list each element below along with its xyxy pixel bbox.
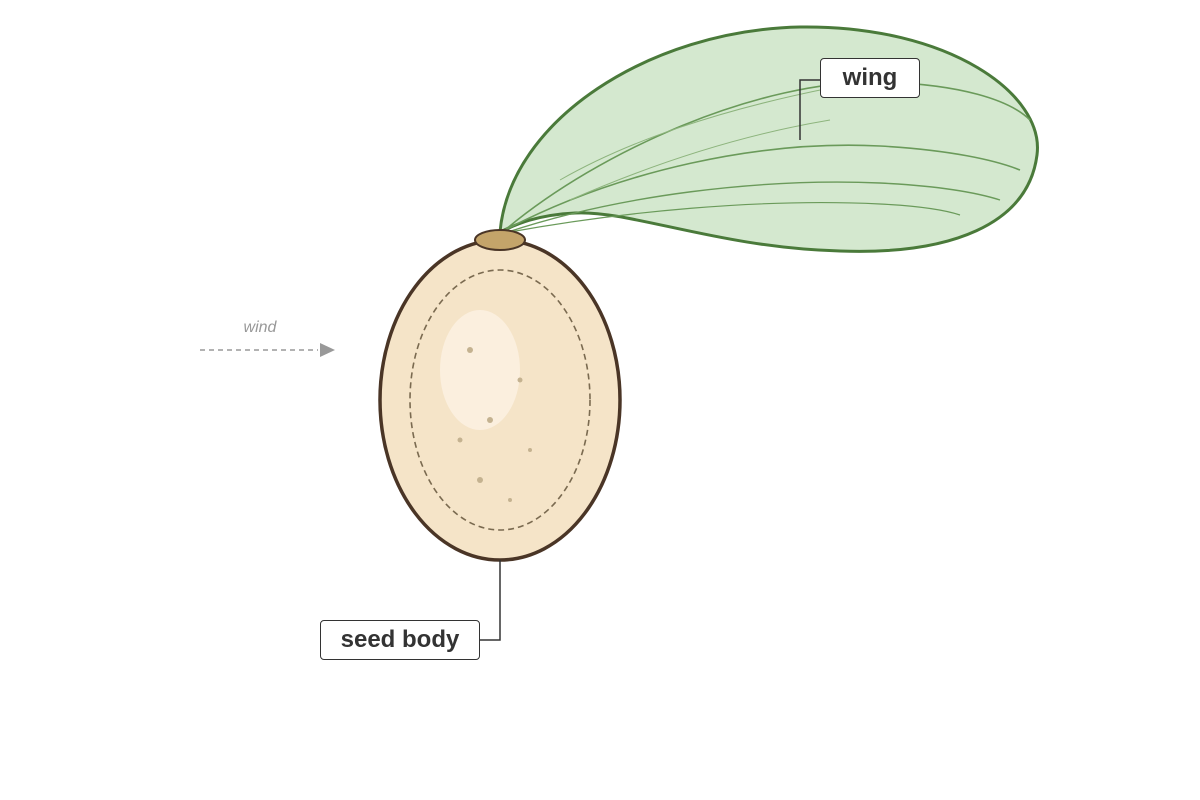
seed-body-label: seed body [320, 620, 480, 660]
seed-speckle [517, 377, 523, 383]
wing-vein-2 [504, 144, 1021, 231]
wing-vein-faint-2 [569, 119, 831, 201]
wing-leader-line [799, 79, 820, 140]
seed-speckle [528, 448, 532, 452]
wing-vein-3 [507, 181, 1001, 233]
seed-highlight [440, 310, 520, 430]
seed-speckle [508, 498, 512, 502]
seed-speckle [487, 417, 493, 423]
seed-cap [474, 229, 526, 251]
seed-speckle [467, 347, 473, 353]
wing-label: wing [820, 58, 920, 98]
seed-body-inner-dashed [409, 269, 591, 531]
wind-label: wind [243, 319, 277, 336]
seed-leader-line [480, 560, 501, 641]
wing-vein-faint-1 [559, 87, 831, 181]
seed-speckle [457, 437, 463, 443]
wing [498, 25, 1039, 253]
wing-blade [498, 25, 1039, 253]
wind-arrow [200, 343, 335, 357]
seed-body [378, 229, 622, 562]
wing-vein-4 [509, 202, 961, 233]
wind-arrow-head [320, 343, 335, 357]
seed-speckle [477, 477, 483, 483]
